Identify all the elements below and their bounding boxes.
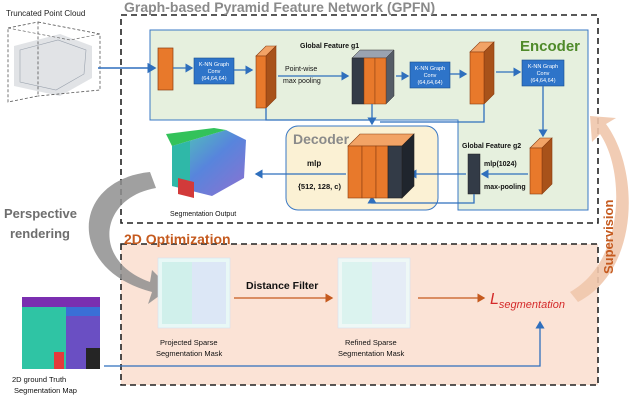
svg-text:K-NN Graph: K-NN Graph [415,66,445,72]
global-feature-g1-label: Global Feature g1 [300,43,359,50]
projected-line2: Segmentation Mask [156,349,223,358]
input-label: Truncated Point Cloud [6,9,85,18]
ground-truth-line2: Segmentation Map [14,386,77,395]
decoder-label: Decoder [293,131,350,147]
svg-text:(64,64,64): (64,64,64) [417,80,442,86]
pointwise-line1: Point-wise [285,66,317,73]
svg-text:(64,64,64): (64,64,64) [201,76,226,82]
perspective-line1: Perspective [4,206,77,221]
pointwise-line2: max pooling [283,78,321,85]
svg-text:Conv: Conv [208,69,221,75]
knn-graph-conv-3: K-NN Graph Conv (64,64,64) [521,59,565,87]
perspective-arrow [88,172,170,304]
projected-line1: Projected Sparse [160,338,218,347]
global-feature-g2-label: Global Feature g2 [462,143,521,150]
max-pooling-label: max-pooling [484,184,526,191]
perspective-line2: rendering [10,226,70,241]
segmentation-output-label: Segmentation Output [170,211,236,218]
feature-block-2 [469,41,495,105]
svg-text:K-NN Graph: K-NN Graph [528,64,558,70]
supervision-label: Supervision [601,200,616,274]
ground-truth-line1: 2D ground Truth [12,375,66,384]
ground-truth-image [22,297,100,369]
gpfn-title: Graph-based Pyramid Feature Network (GPF… [124,0,435,15]
svg-text:K-NN Graph: K-NN Graph [199,62,229,68]
decoder-dims-label: {512, 128, c) [298,182,341,191]
refined-line2: Segmentation Mask [338,349,405,358]
segmentation-output-image [160,128,252,204]
supervision-arrow [570,116,629,302]
loss-label: Lsegmentation [490,291,565,311]
feature-block-1 [255,45,277,109]
knn-graph-conv-1: K-NN Graph Conv (64,64,64) [193,57,235,85]
global-feature-g2 [467,153,481,195]
mlp-1024-label: mlp(1024) [484,161,517,168]
decoder-mlp-label: mlp [307,159,321,168]
svg-text:(64,64,64): (64,64,64) [530,78,555,84]
decoder-blocks [347,133,415,199]
knn-graph-conv-2: K-NN Graph Conv (64,64,64) [409,61,451,89]
input-feature-block [157,47,174,91]
global-feature-g1 [351,49,395,105]
svg-text:Conv: Conv [424,73,437,79]
feature-block-3 [529,137,553,195]
distance-filter-label: Distance Filter [246,280,318,292]
optimization-label: 2D Optimization [124,231,231,247]
refined-line1: Refined Sparse [345,338,397,347]
encoder-label: Encoder [520,38,580,55]
input-point-cloud [7,21,101,103]
svg-text:Conv: Conv [537,71,550,77]
